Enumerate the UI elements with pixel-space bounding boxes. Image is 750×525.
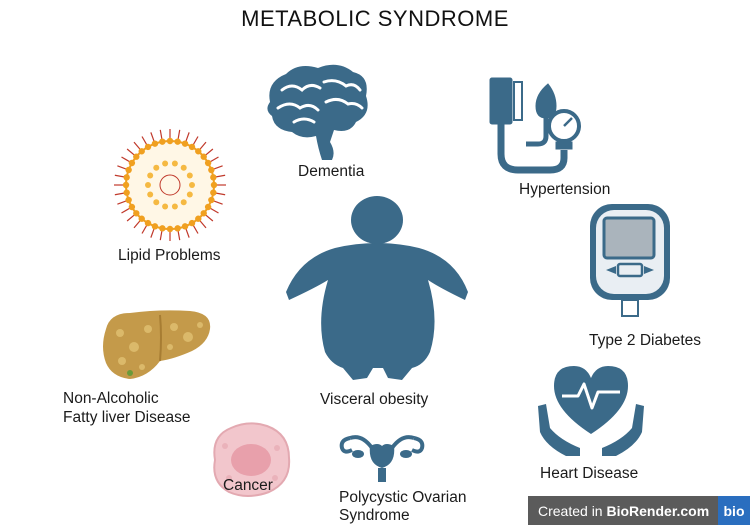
cancer-cell-icon <box>213 422 291 497</box>
heart-in-hands-icon <box>538 366 644 456</box>
heart-disease-label: Heart Disease <box>540 465 639 482</box>
fatty-liver-label-line2: Fatty liver Disease <box>63 409 191 426</box>
fatty-liver-label-line1: Non-Alcoholic <box>63 390 159 407</box>
uterus-icon <box>339 435 425 482</box>
blood-pressure-monitor-icon <box>489 77 581 174</box>
center-label: Visceral obesity <box>320 391 429 408</box>
hypertension-label: Hypertension <box>519 181 611 198</box>
dementia-label: Dementia <box>298 163 365 180</box>
type-2-diabetes-label: Type 2 Diabetes <box>589 332 702 349</box>
page-title: METABOLIC SYNDROME <box>241 6 509 31</box>
lipoprotein-icon <box>114 129 226 241</box>
watermark-text: Created in BioRender.com <box>538 502 710 519</box>
brain-icon <box>267 64 368 160</box>
cancer-label: Cancer <box>223 477 273 494</box>
pcos-label-line1: Polycystic Ovarian <box>339 489 467 506</box>
biorender-badge: bio <box>718 496 750 525</box>
pcos-label-line2: Syndrome <box>339 507 410 524</box>
biorender-watermark[interactable]: Created in BioRender.com bio <box>528 496 750 525</box>
lipid-problems-label: Lipid Problems <box>118 247 221 264</box>
fatty-liver-icon <box>103 310 211 379</box>
glucose-meter-icon <box>590 204 670 317</box>
